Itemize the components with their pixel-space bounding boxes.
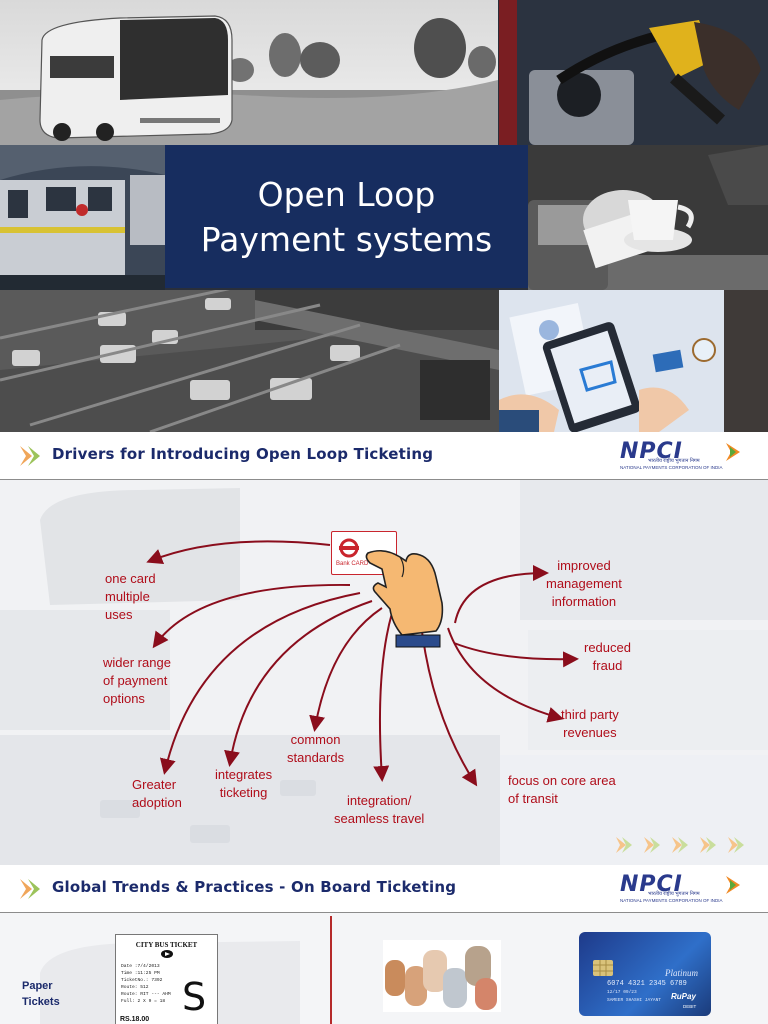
ticket-details: Date :7/4/2013 Time :11:25 PM TicketNo.:… [121,964,171,1004]
driver-text: integration/ [346,793,412,808]
rupay-logo: RuPay [671,992,696,1001]
ticket-price: RS.18.00 [120,1016,150,1023]
driver-text: revenues [563,725,617,740]
paper-label-line: Tickets [22,996,60,1008]
column-divider [330,916,332,1024]
driver-improved-mis: improved management information [546,557,622,611]
driver-common-standards: common standards [287,731,344,767]
driver-text: third party [561,707,619,722]
driver-arrows [146,540,579,787]
driver-text: integrates [215,767,273,782]
driver-reduced-fraud: reduced fraud [584,639,631,675]
npci-logo-subtitle: NATIONAL PAYMENTS CORPORATION OF INDIA [620,898,723,903]
driver-integrates-ticketing: integrates ticketing [215,766,272,802]
paper-bus-ticket: CITY BUS TICKET Date :7/4/2013 Time :11:… [115,934,218,1024]
driver-text: seamless travel [334,811,425,826]
driver-third-party: third party revenues [561,706,619,742]
card-expiry: 12/17 09/23 [607,990,637,995]
driver-text: adoption [132,795,182,810]
ticket-letter: S [182,975,207,1019]
hand-icon [365,549,444,648]
header-divider [0,912,768,913]
paper-tickets-label: Paper Tickets [22,978,60,1010]
global-trends-title: Global Trends & Practices - On Board Tic… [52,878,457,896]
online-shopping-photo [499,290,768,432]
npci-logo: NPCI भारतीय राष्ट्रीय भुगतान निगम NATION… [620,439,750,479]
driver-text: management [546,576,622,591]
driver-text: of transit [508,791,558,806]
driver-text: common [290,732,341,747]
bus-photo [0,0,498,145]
metro-train-photo [0,145,165,290]
driver-text: fraud [592,658,623,673]
cover-title-box: Open Loop Payment systems [165,145,528,288]
card-number: 6074 4321 2345 6789 [607,980,687,988]
npci-arrow-icon [726,443,740,461]
driver-text: improved [557,558,611,573]
drivers-slide: Drivers for Introducing Open Loop Ticket… [0,433,768,865]
cover-title-line-1: Open Loop [257,174,436,214]
driver-text: Greater [132,777,177,792]
chevron-row-decor [616,837,744,853]
npci-logo-subtitle: NATIONAL PAYMENTS CORPORATION OF INDIA [620,465,723,470]
card-payment-photo [528,145,768,290]
cover-slide: Open Loop Payment systems [0,0,768,432]
ticket-title: CITY BUS TICKET [135,941,198,949]
drivers-slide-title: Drivers for Introducing Open Loop Ticket… [52,445,434,463]
driver-text: wider range [103,655,171,670]
driver-focus-core: focus on core area of transit [508,772,616,808]
driver-text: information [551,594,617,609]
metro-logo-icon [339,538,359,558]
driver-text: focus on core area [508,773,616,788]
chevron-decor-icon [20,879,40,899]
driver-text: one card [105,571,156,586]
driver-one-card: one card multiple uses [105,570,156,624]
coin-rolls-photo [383,940,501,1012]
fuel-pump-photo [499,0,768,145]
toll-plaza-photo [0,290,499,432]
card-tier: Platinum [665,968,698,978]
driver-text: of payment [103,673,168,688]
global-trends-slide: Global Trends & Practices - On Board Tic… [0,866,768,1024]
paper-label-line: Paper [22,980,53,992]
rupay-debit-card: Platinum 6074 4321 2345 6789 12/17 09/23… [579,932,711,1016]
header-divider [0,479,768,480]
npci-logo-text: NPCI [620,872,683,897]
bus-logo-icon [161,950,173,958]
card-type: DEBIT [683,1004,697,1009]
driver-text: options [103,691,145,706]
bank-card-label: Bank CARD [336,561,369,567]
driver-text: multiple [105,589,150,604]
chevron-decor-icon [20,446,40,466]
npci-logo-hindi: भारतीय राष्ट्रीय भुगतान निगम [648,891,700,897]
driver-text: standards [287,750,345,765]
driver-text: uses [105,607,133,622]
driver-text: ticketing [219,785,268,800]
driver-wider-range: wider range of payment options [103,654,171,708]
npci-logo-text: NPCI [620,439,683,464]
driver-text: reduced [584,640,631,655]
cover-title-line-2: Payment systems [200,219,493,259]
npci-logo-hindi: भारतीय राष्ट्रीय भुगतान निगम [648,458,700,464]
npci-logo: NPCI भारतीय राष्ट्रीय भुगतान निगम NATION… [620,872,750,912]
card-chip-icon [593,960,613,976]
global-trends-header: Global Trends & Practices - On Board Tic… [0,866,768,912]
driver-greater-adoption: Greater adoption [132,776,182,812]
driver-seamless-travel: integration/ seamless travel [334,792,424,828]
npci-arrow-icon [726,876,740,894]
card-holder-name: SAMEER SHASHI JAYANT [607,998,662,1003]
drivers-slide-header: Drivers for Introducing Open Loop Ticket… [0,433,768,479]
